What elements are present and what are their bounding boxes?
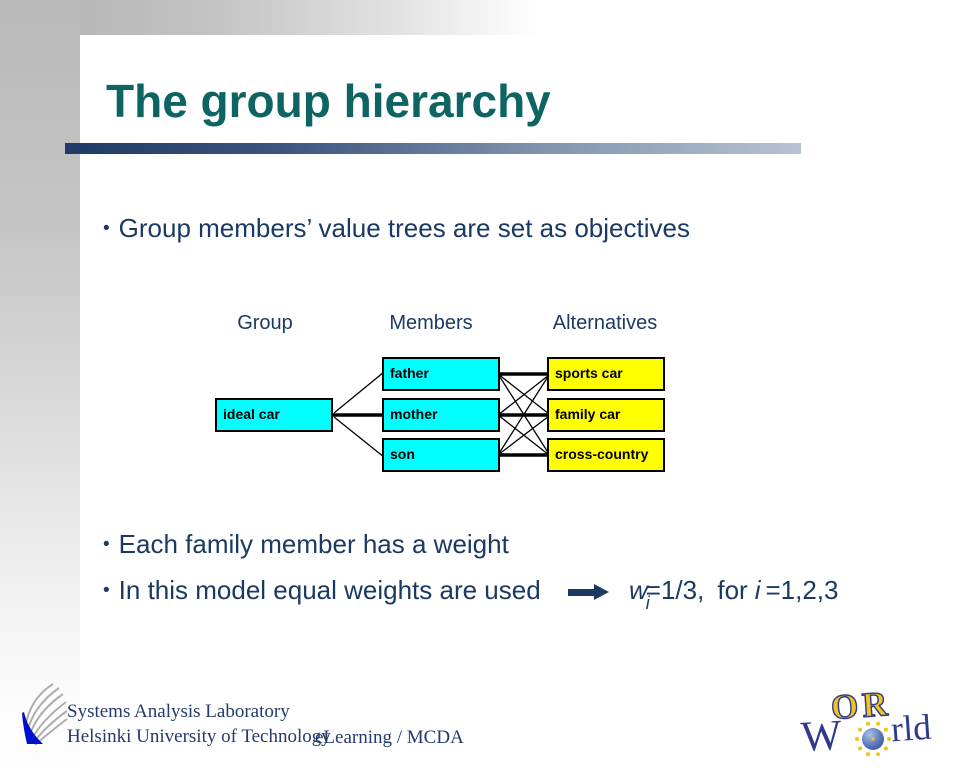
bullet-dot: •: [103, 534, 110, 555]
footer-lab-name: Systems Analysis Laboratory: [67, 701, 290, 722]
top-gradient-band: [0, 0, 960, 35]
bullet-text-2: Each family member has a weight: [118, 529, 509, 559]
formula-w-subscript: i: [645, 593, 650, 614]
bullet-text-3: In this model equal weights are used: [118, 575, 541, 605]
arrow-icon: [568, 584, 610, 601]
diagram-header-alternatives: Alternatives: [552, 312, 658, 334]
node-ideal-car: ideal car: [215, 398, 333, 432]
arrow-shaft: [568, 589, 595, 596]
formula-w: w: [629, 575, 648, 605]
node-family-car: family car: [547, 398, 665, 432]
or-world-rld-text: rld: [889, 706, 933, 750]
diagram-header-members: Members: [389, 312, 473, 334]
bullet-item-2: • Each family member has a weight: [103, 529, 509, 560]
footer-course: eLearning / MCDA: [315, 727, 464, 748]
sal-fan-logo-icon: [22, 683, 68, 746]
slide-title: The group hierarchy: [106, 75, 551, 127]
formula-i: i: [754, 575, 761, 605]
formula-values: =1,2,3: [765, 575, 839, 605]
formula-for: for: [717, 575, 748, 605]
node-father: father: [382, 357, 500, 391]
bullet-dot: •: [103, 580, 110, 601]
bullet-item-3: • In this model equal weights are used: [103, 575, 541, 606]
bullet-item-1: • Group members’ value trees are set as o…: [103, 213, 690, 244]
diagram-header-group: Group: [237, 312, 293, 334]
node-cross-country: cross-country: [547, 438, 665, 472]
or-world-logo: OR W: [795, 683, 955, 763]
formula-fraction: =1/3,: [645, 575, 705, 605]
node-son: son: [382, 438, 500, 472]
globe-icon: [855, 721, 891, 757]
bullet-dot: •: [103, 218, 110, 239]
footer-university: Helsinki University of Technology: [67, 726, 331, 747]
bullet-text-1: Group members’ value trees are set as ob…: [118, 213, 690, 243]
sal-blue-wedge: [22, 712, 43, 744]
title-underline-bar: [65, 143, 801, 154]
node-sports-car: sports car: [547, 357, 665, 391]
left-gradient-band: [0, 0, 80, 768]
arrow-head: [594, 584, 609, 600]
node-mother: mother: [382, 398, 500, 432]
or-world-w-text: W: [799, 711, 843, 762]
